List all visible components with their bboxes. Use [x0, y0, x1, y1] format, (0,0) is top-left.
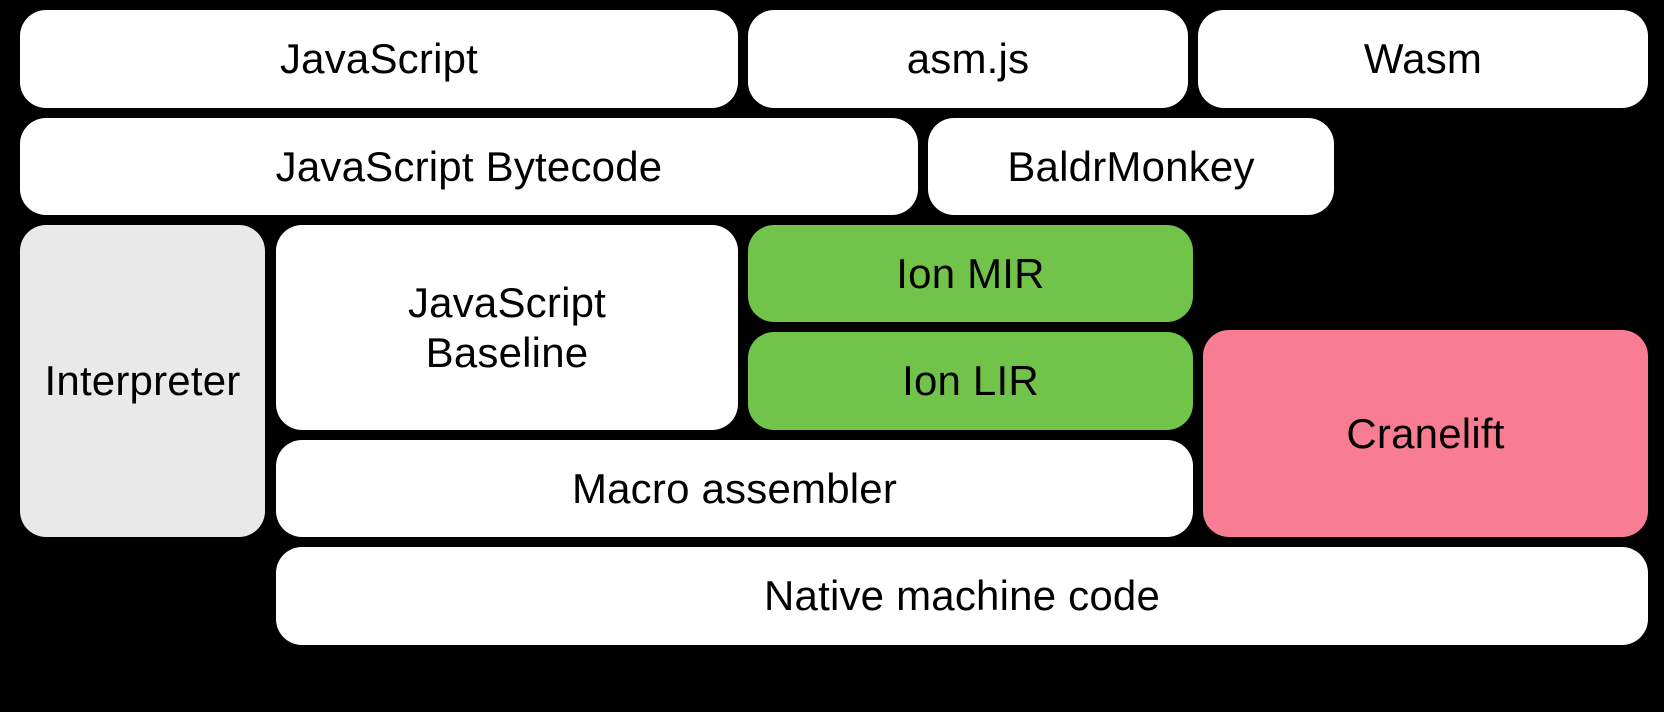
- box-wasm[interactable]: Wasm: [1198, 10, 1648, 108]
- box-baldrmonkey[interactable]: BaldrMonkey: [928, 118, 1334, 215]
- box-ion-lir[interactable]: Ion LIR: [748, 332, 1193, 430]
- box-asmjs[interactable]: asm.js: [748, 10, 1188, 108]
- box-macro-assembler[interactable]: Macro assembler: [276, 440, 1193, 537]
- box-cranelift[interactable]: Cranelift: [1203, 330, 1648, 537]
- box-native-machine-code[interactable]: Native machine code: [276, 547, 1648, 645]
- box-ion-mir[interactable]: Ion MIR: [748, 225, 1193, 322]
- box-interpreter[interactable]: Interpreter: [20, 225, 265, 537]
- box-javascript-bytecode[interactable]: JavaScript Bytecode: [20, 118, 918, 215]
- box-javascript[interactable]: JavaScript: [20, 10, 738, 108]
- box-javascript-baseline[interactable]: JavaScript Baseline: [276, 225, 738, 430]
